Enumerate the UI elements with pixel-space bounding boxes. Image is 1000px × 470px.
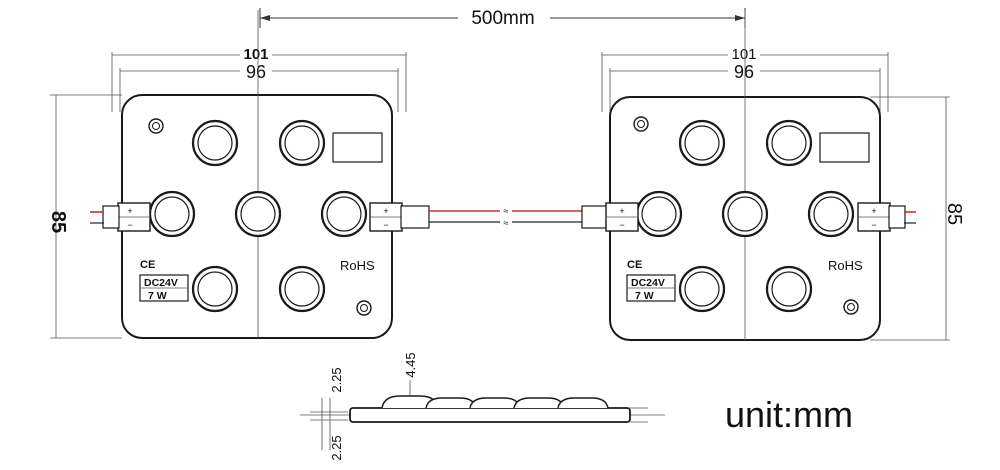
left-led-2: [278, 119, 326, 167]
right-in-plus: +: [619, 206, 624, 216]
left-led-1: [191, 119, 239, 167]
left-led-6: [191, 265, 239, 313]
right-led-3: [635, 190, 683, 238]
right-led-7: [765, 265, 813, 313]
right-in-minus: −: [619, 220, 624, 230]
left-led-4: [234, 190, 282, 238]
left-width-dimensions: 101 96: [111, 46, 407, 112]
right-input-connector: + −: [581, 202, 639, 232]
svg-text:≈: ≈: [504, 206, 509, 216]
right-width-outer: 101: [731, 46, 756, 63]
right-height-label: 85: [943, 203, 965, 225]
side-height-dimension: 4.45: [403, 352, 418, 377]
right-ce-mark: CE: [627, 259, 642, 271]
connecting-wires: ≈ ≈: [429, 206, 582, 228]
left-in-minus: −: [127, 220, 132, 230]
right-voltage: DC24V: [631, 277, 665, 289]
right-height-dimension: 85: [870, 96, 965, 341]
right-width-inner: 96: [734, 62, 754, 82]
right-out-plus: +: [871, 206, 876, 216]
right-pad: [819, 132, 870, 163]
right-out-minus: −: [871, 220, 876, 230]
left-pad: [332, 132, 383, 163]
left-ce-mark: CE: [140, 259, 155, 271]
unit-label: unit:mm: [725, 394, 853, 435]
left-rohs: RoHS: [340, 258, 375, 273]
spacing-dimension: 500mm: [259, 8, 746, 29]
right-led-2: [765, 119, 813, 167]
side-bottom-dimension: 2.25: [329, 435, 344, 460]
left-voltage: DC24V: [144, 277, 178, 289]
left-out-minus: −: [383, 220, 388, 230]
right-output-connector: + −: [857, 202, 916, 232]
right-rohs: RoHS: [828, 258, 863, 273]
right-led-6: [678, 265, 726, 313]
right-led-1: [678, 119, 726, 167]
right-led-4: [721, 190, 769, 238]
left-height-dimension: 85: [47, 94, 122, 339]
left-width-inner: 96: [246, 62, 266, 82]
right-power: 7 W: [635, 290, 654, 302]
svg-text:≈: ≈: [504, 218, 509, 228]
left-output-connector: + −: [369, 202, 430, 232]
spacing-label: 500mm: [471, 8, 534, 29]
right-mount-hole-top: [633, 116, 649, 132]
side-top-dimension: 2.25: [329, 367, 344, 392]
module-right: 101 96 85 CE DC24V 7 W RoHS: [581, 10, 965, 341]
left-width-outer: 101: [243, 46, 268, 63]
left-power: 7 W: [148, 290, 167, 302]
right-width-dimensions: 101 96: [601, 46, 889, 112]
right-mount-hole-bottom: [843, 299, 859, 315]
left-mount-hole-bottom: [356, 300, 372, 316]
left-height-label: 85: [47, 211, 69, 233]
side-profile: 2.25 2.25 4.45: [300, 352, 665, 461]
left-out-plus: +: [383, 206, 388, 216]
left-led-7: [278, 265, 326, 313]
side-board: [349, 407, 631, 423]
right-led-5: [807, 190, 855, 238]
left-led-3: [148, 190, 196, 238]
left-in-plus: +: [127, 206, 132, 216]
module-left: 101 96 85 CE: [47, 10, 430, 339]
left-mount-hole-top: [148, 118, 164, 134]
left-input-connector: + −: [90, 202, 151, 232]
left-led-5: [320, 190, 368, 238]
